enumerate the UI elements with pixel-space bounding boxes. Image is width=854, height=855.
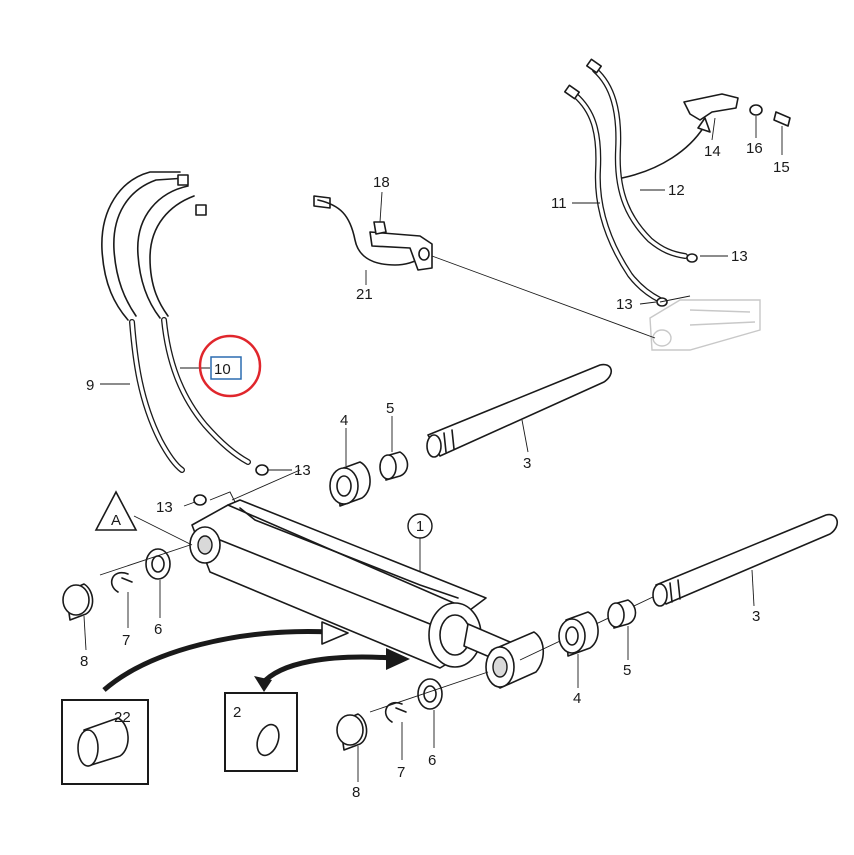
hydraulic-cylinder-1 (189, 499, 545, 689)
detail-box-2 (224, 692, 298, 772)
callout-9: 9 (86, 377, 94, 394)
callout-15: 15 (773, 159, 790, 176)
callout-8-lower: 8 (352, 784, 360, 801)
washer-16 (749, 104, 763, 116)
mounting-bracket-faded (649, 299, 761, 351)
callout-7-left: 7 (122, 632, 130, 649)
callout-8-left: 8 (80, 653, 88, 670)
callout-5-lower: 5 (623, 662, 631, 679)
highlight-circle-10 (198, 334, 262, 398)
callout-21: 21 (356, 286, 373, 303)
callout-13-b: 13 (156, 499, 173, 516)
callout-2: 2 (233, 704, 241, 721)
callout-14: 14 (704, 143, 721, 160)
bolt-15 (773, 111, 791, 127)
sensor-cable-21 (313, 195, 421, 266)
callout-16: 16 (746, 140, 763, 157)
sensor-bracket (369, 231, 433, 271)
circlip-7-left (110, 571, 133, 593)
washer-6-lower (417, 678, 443, 710)
callout-1-circle (407, 513, 433, 539)
callout-22: 22 (114, 709, 131, 726)
washer-6-left (145, 548, 171, 580)
callout-3-lower: 3 (752, 608, 760, 625)
arrow-to-2 (260, 654, 393, 686)
callout-10: 10 (214, 361, 231, 378)
highlight-box-10 (210, 356, 242, 380)
cap-8-left (62, 583, 94, 621)
callout-12: 12 (668, 182, 685, 199)
callout-13-d: 13 (616, 296, 633, 313)
callout-13-a: 13 (294, 462, 311, 479)
callout-13-c: 13 (731, 248, 748, 265)
callout-1: 1 (416, 518, 424, 535)
o-ring-13 (255, 464, 269, 476)
tube-3-upper (426, 363, 612, 458)
bushing-4-lower (558, 611, 599, 657)
tube-3-lower (652, 513, 838, 607)
o-ring-2-detail (256, 723, 280, 757)
sleeve-5-upper (379, 451, 409, 481)
callout-5-upper: 5 (386, 400, 394, 417)
hose-assembly-9-10 (101, 171, 251, 473)
callout-6-lower: 6 (428, 752, 436, 769)
callout-3-upper: 3 (523, 455, 531, 472)
fitting-14 (683, 93, 739, 121)
cap-8-lower (336, 713, 368, 751)
marker-a-triangle (94, 490, 138, 531)
o-ring-13 (686, 253, 698, 263)
callout-6-left: 6 (154, 621, 162, 638)
hose-assembly-11-12 (563, 58, 688, 303)
callout-4-upper: 4 (340, 412, 348, 429)
sleeve-5-lower (607, 599, 637, 629)
bushing-4-upper (329, 461, 371, 507)
callout-4-lower: 4 (573, 690, 581, 707)
callout-7-lower: 7 (397, 764, 405, 781)
marker-a-label: A (111, 512, 121, 529)
o-ring-13 (193, 494, 207, 506)
circlip-7-lower (384, 701, 407, 723)
callout-18: 18 (373, 174, 390, 191)
direction-arrow-12 (621, 124, 706, 179)
arrow-to-22 (102, 629, 331, 692)
screw-18 (373, 221, 387, 235)
callout-11: 11 (551, 195, 567, 212)
